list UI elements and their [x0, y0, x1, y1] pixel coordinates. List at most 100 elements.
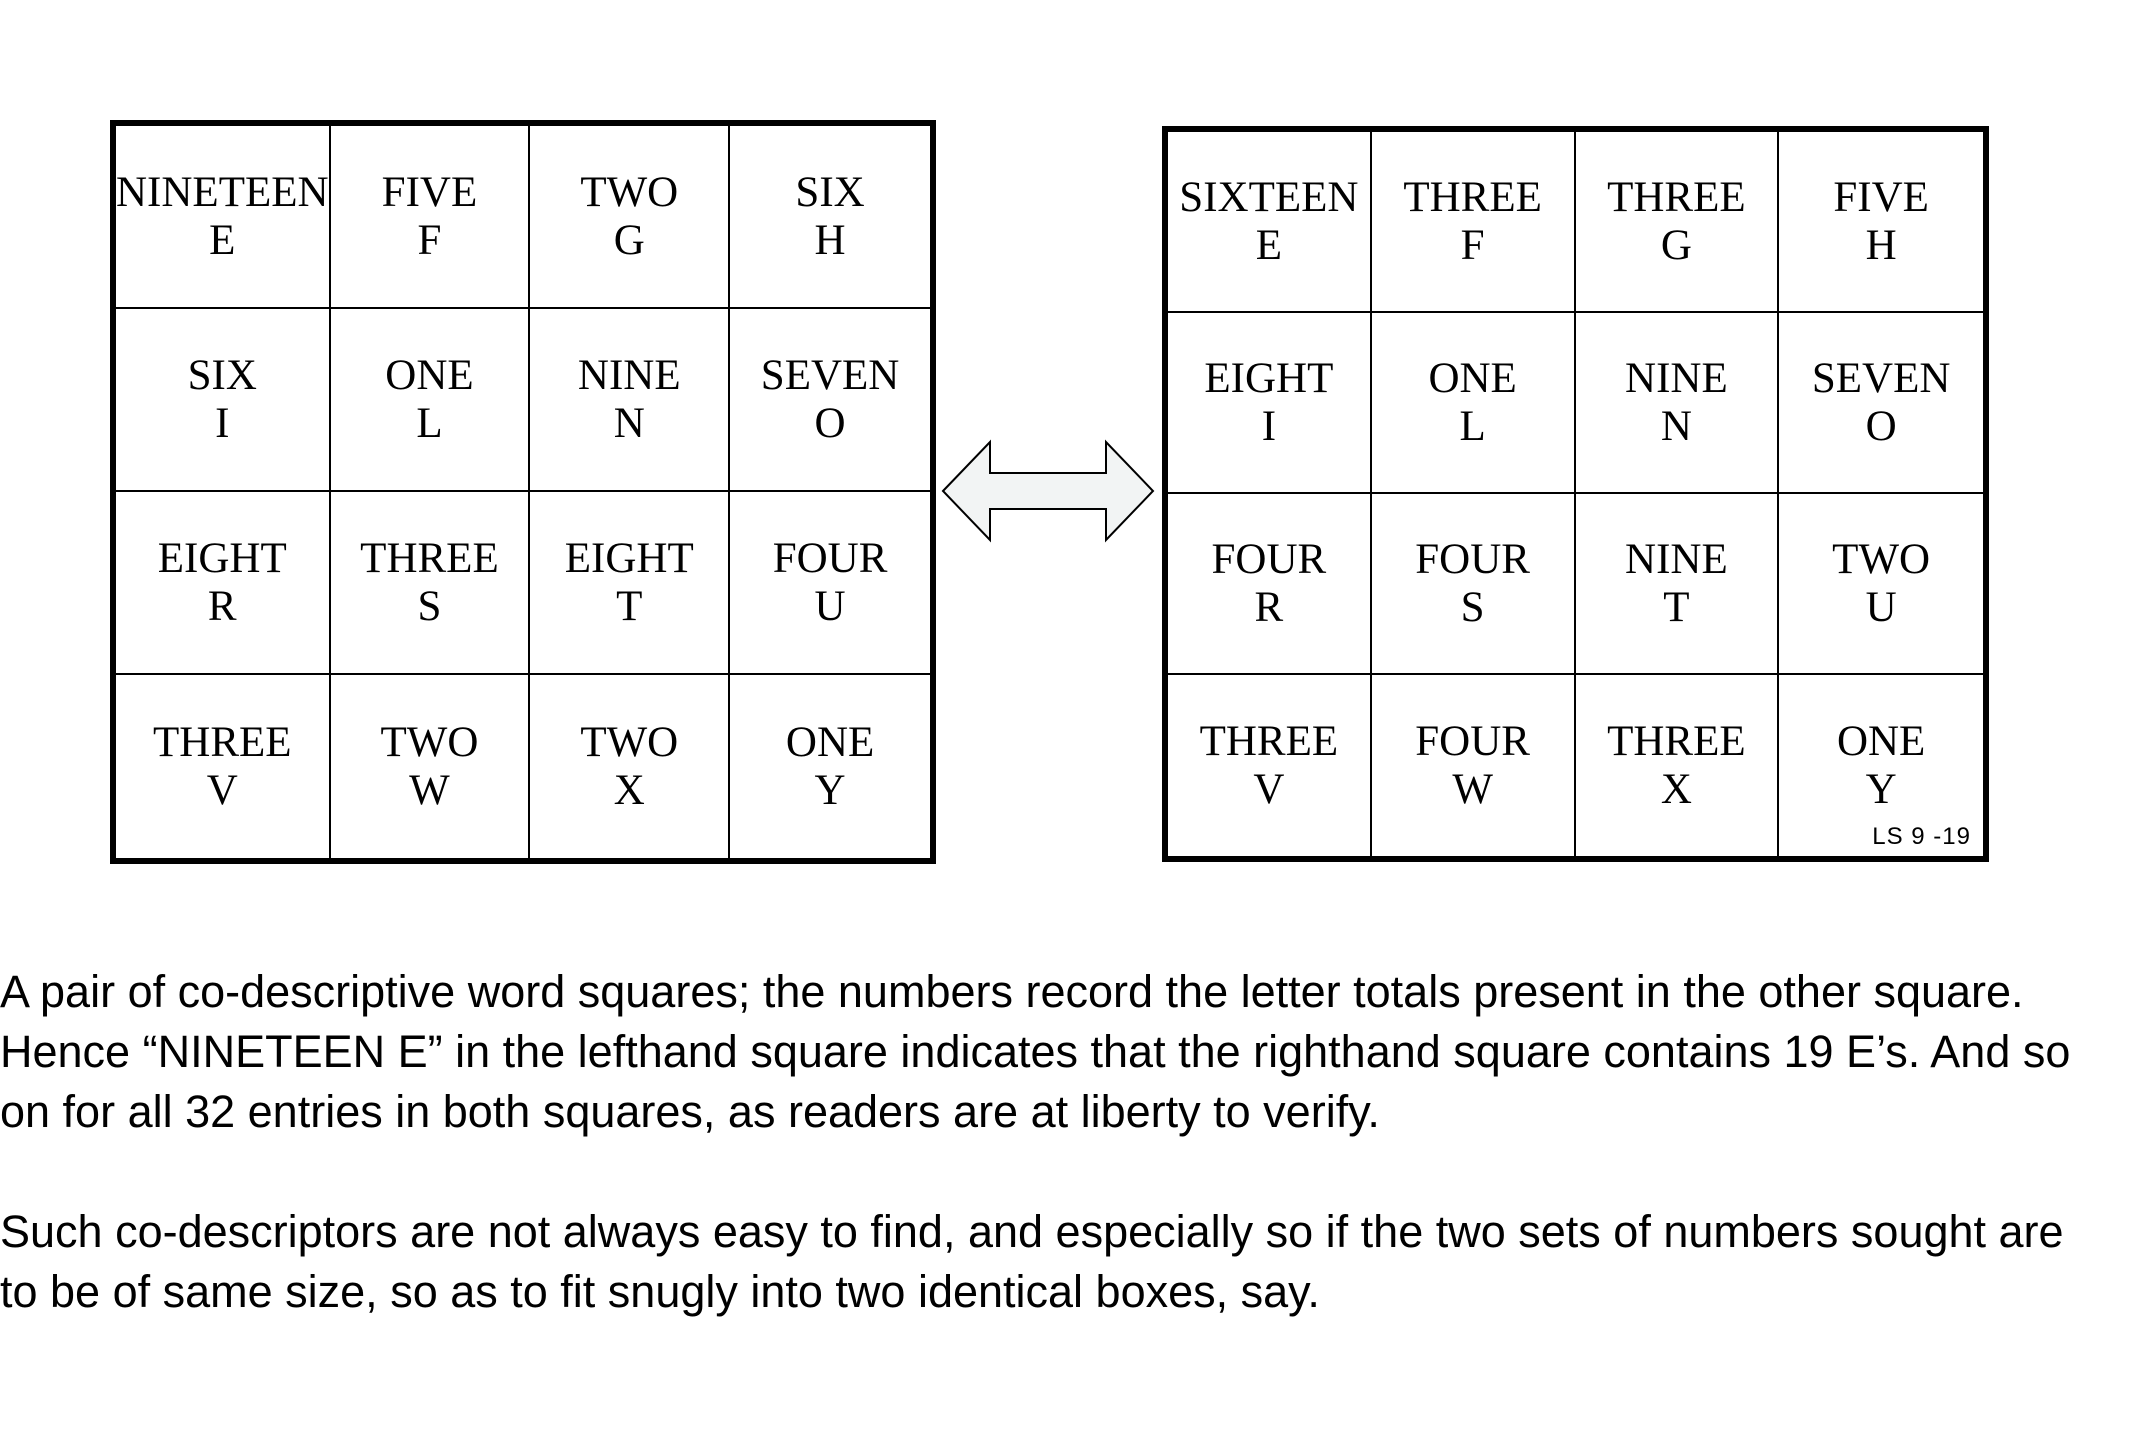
cell-letter: G — [613, 216, 645, 264]
cell-letter: O — [814, 399, 846, 447]
cell-letter: W — [1452, 765, 1493, 813]
cell-letter: G — [1660, 221, 1692, 269]
cell-number-word: NINE — [577, 351, 681, 399]
cell-letter: S — [1460, 583, 1485, 631]
cell-number-word: SIX — [795, 168, 865, 216]
cell-letter: X — [613, 766, 645, 814]
cell-letter: H — [814, 216, 846, 264]
cell-number-word: FIVE — [1833, 173, 1929, 221]
cell-letter: U — [1865, 583, 1897, 631]
cell-number-word: THREE — [1403, 173, 1542, 221]
cell-number-word: SIX — [187, 351, 257, 399]
caption-paragraph-2: Such co-descriptors are not always easy … — [0, 1202, 2136, 1322]
cell-letter: E — [1255, 221, 1283, 269]
cell-number-word: THREE — [1607, 717, 1746, 765]
cell-letter: S — [417, 582, 442, 630]
cell-number-word: EIGHT — [157, 534, 287, 582]
cell-number-word: NINE — [1625, 354, 1728, 402]
caption-line: Such co-descriptors are not always easy … — [0, 1206, 2064, 1257]
cell-letter: L — [416, 399, 443, 447]
cell-letter: I — [1261, 402, 1277, 450]
cell-number-word: ONE — [1836, 717, 1926, 765]
cell-number-word: EIGHT — [1204, 354, 1334, 402]
cell-number-word: TWO — [580, 168, 679, 216]
cell-letter: Y — [1865, 765, 1897, 813]
cell-number-word: SIXTEEN — [1179, 173, 1359, 221]
cell-letter: N — [613, 399, 645, 447]
caption-line: on for all 32 entries in both squares, a… — [0, 1086, 1380, 1137]
cell-letter: O — [1865, 402, 1897, 450]
cell-letter: N — [1660, 402, 1692, 450]
caption-line: to be of same size, so as to fit snugly … — [0, 1266, 1320, 1317]
cell-letter: T — [616, 582, 643, 630]
arrow-shape — [941, 439, 1155, 543]
cell-letter: R — [1254, 583, 1284, 631]
cell-letter: V — [206, 766, 238, 814]
cell-letter: H — [1865, 221, 1897, 269]
double-headed-arrow-icon — [941, 439, 1155, 543]
cell-letter: F — [1460, 221, 1485, 269]
cell-number-word: FOUR — [772, 534, 888, 582]
caption-line: A pair of co-descriptive word squares; t… — [0, 966, 2024, 1017]
cell-number-word: THREE — [153, 718, 292, 766]
cell-letter: R — [207, 582, 237, 630]
cell-number-word: TWO — [580, 718, 679, 766]
cell-number-word: FOUR — [1211, 535, 1327, 583]
cell-letter: F — [417, 216, 442, 264]
figure-code-label: LS 9 -19 — [1872, 823, 1971, 850]
cell-number-word: ONE — [385, 351, 474, 399]
cell-number-word: THREE — [1607, 173, 1746, 221]
cell-letter: L — [1459, 402, 1486, 450]
cell-letter: I — [215, 399, 230, 447]
cell-letter: Y — [814, 766, 846, 814]
cell-number-word: ONE — [785, 718, 875, 766]
cell-number-word: FIVE — [381, 168, 478, 216]
cell-number-word: NINETEEN — [116, 168, 329, 216]
cell-number-word: ONE — [1428, 354, 1517, 402]
cell-letter: E — [209, 216, 236, 264]
cell-letter: U — [814, 582, 846, 630]
cell-letter: W — [409, 766, 450, 814]
caption-line: Hence “NINETEEN E” in the lefthand squar… — [0, 1026, 2071, 1077]
cell-number-word: FOUR — [1415, 535, 1530, 583]
cell-number-word: FOUR — [1415, 717, 1530, 765]
caption-paragraph-1: A pair of co-descriptive word squares; t… — [0, 962, 2136, 1142]
cell-letter: X — [1660, 765, 1692, 813]
cell-number-word: TWO — [1832, 535, 1931, 583]
cell-number-word: TWO — [380, 718, 479, 766]
cell-letter: V — [1253, 765, 1285, 813]
